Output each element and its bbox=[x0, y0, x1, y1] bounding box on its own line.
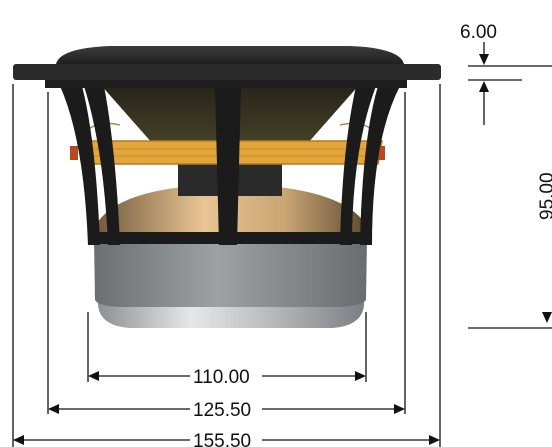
dim-label-width-frame: 125.50 bbox=[193, 400, 251, 421]
terminal-right bbox=[377, 146, 385, 160]
dim-frame-width: 125.50 bbox=[47, 92, 406, 421]
dim-label-width-overall: 155.50 bbox=[193, 431, 251, 447]
frame-arms bbox=[60, 86, 400, 245]
dim-overall-width: 155.50 bbox=[12, 84, 441, 447]
dim-magnet-width: 110.00 bbox=[87, 312, 367, 388]
speaker-illustration bbox=[13, 46, 441, 328]
dim-top-offset: 6.00 bbox=[460, 22, 552, 125]
dim-label-width-magnet: 110.00 bbox=[193, 367, 250, 388]
mounting-flange bbox=[13, 64, 441, 80]
dim-label-height-top: 6.00 bbox=[460, 22, 497, 43]
surround bbox=[56, 46, 404, 64]
terminal-left bbox=[70, 146, 78, 160]
magnet-ring bbox=[94, 240, 367, 307]
dim-label-height-total: 95.00 bbox=[537, 172, 552, 220]
dim-total-height: 95.00 bbox=[468, 172, 552, 329]
